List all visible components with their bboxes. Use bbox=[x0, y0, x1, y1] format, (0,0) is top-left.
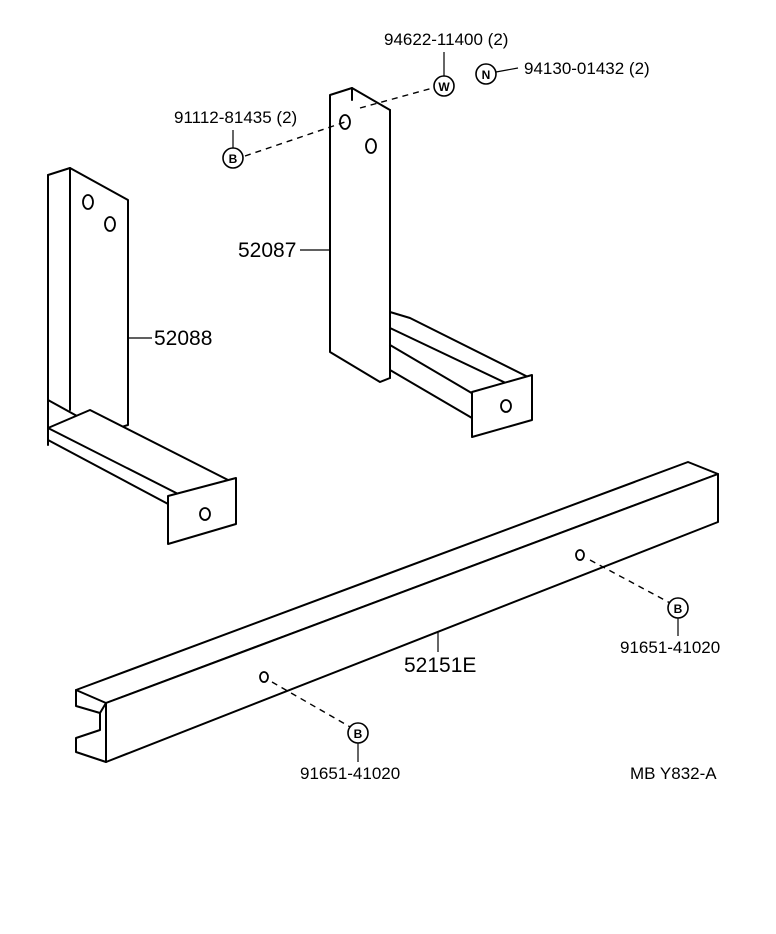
washer-part-number: 94622-11400 (2) bbox=[384, 30, 508, 49]
bolt-line-right bbox=[589, 559, 673, 605]
bolt-line-top bbox=[244, 85, 441, 157]
bracket-52088 bbox=[47, 167, 237, 545]
bolt-top-part-number: 91112-81435 (2) bbox=[174, 108, 297, 127]
washer-symbol: W bbox=[438, 80, 450, 94]
bolt-left-part-number: 91651-41020 bbox=[300, 764, 400, 783]
bolt-symbol-right: B bbox=[674, 602, 683, 616]
nut-symbol: N bbox=[482, 68, 491, 82]
bolt-right-part-number: 91651-41020 bbox=[620, 638, 720, 657]
nut-icon bbox=[475, 63, 497, 85]
nut-part-number: 94130-01432 (2) bbox=[524, 59, 650, 78]
crossmember-52151E bbox=[75, 461, 719, 763]
diagram-code: MB Y832-A bbox=[630, 764, 717, 783]
bracket-52087-label: 52087 bbox=[238, 239, 296, 262]
bolt-symbol-top: B bbox=[229, 152, 238, 166]
crossmember-label: 52151E bbox=[404, 654, 476, 677]
bracket-52088-label: 52088 bbox=[154, 327, 212, 350]
bolt-line-left bbox=[271, 681, 353, 729]
bracket-52087 bbox=[329, 87, 533, 438]
bolt-symbol-left: B bbox=[354, 727, 363, 741]
